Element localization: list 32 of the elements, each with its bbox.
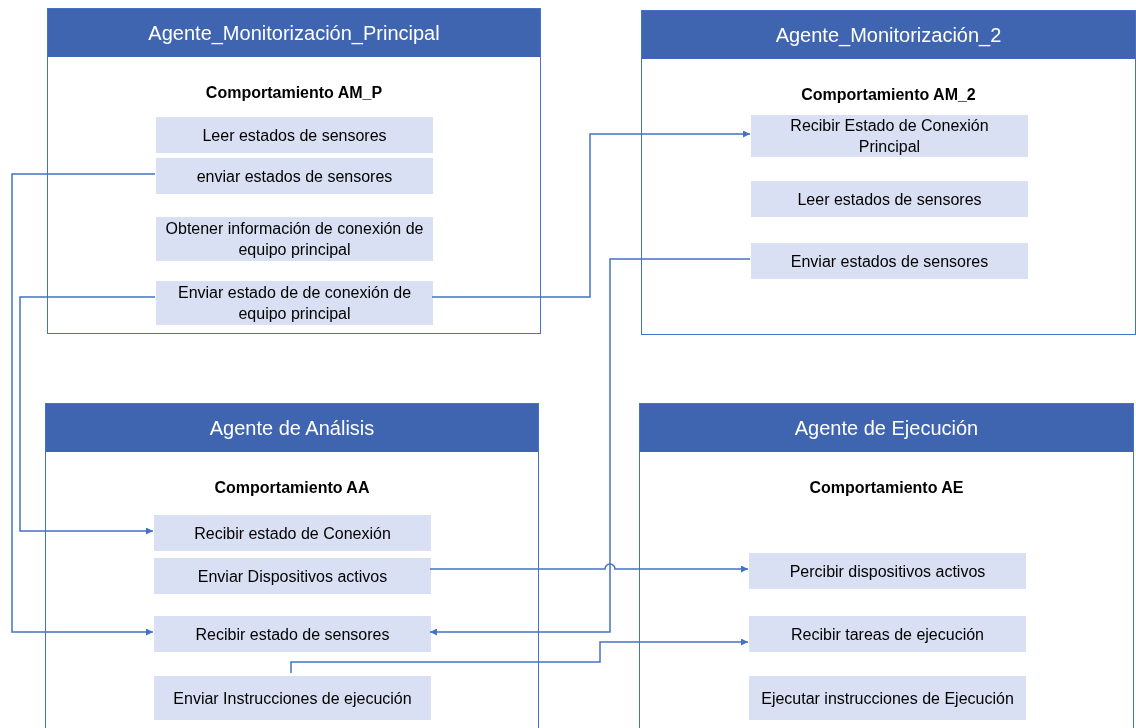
behavior-box: Enviar Dispositivos activos [154, 556, 431, 594]
connector-arrow [429, 258, 751, 636]
behavior-box: Leer estados de sensores [751, 179, 1028, 217]
connector-arrow [290, 638, 749, 674]
panel-header: Agente_Monitorización_Principal [48, 9, 540, 57]
behavior-box: Enviar estado de de conexión de equipo principal [156, 279, 433, 325]
panel-header: Agente de Análisis [46, 404, 538, 452]
behavior-box: Leer estados de sensores [156, 115, 433, 153]
behavior-heading: Comportamiento AM_2 [800, 85, 977, 105]
connector-arrow [429, 563, 749, 573]
behavior-box: Recibir estado de Conexión [154, 513, 431, 551]
agent-panel [639, 403, 1134, 728]
panel-header: Agente de Ejecución [640, 404, 1133, 452]
behavior-box: Recibir tareas de ejecución [749, 614, 1026, 652]
connector-arrow [11, 173, 156, 636]
behavior-box: Recibir estado de sensores [154, 614, 431, 652]
connector-arrow [19, 296, 156, 535]
behavior-box: Ejecutar instrucciones de Ejecución [749, 674, 1026, 720]
agent-panel [45, 403, 539, 728]
behavior-heading: Comportamiento AA [213, 478, 371, 498]
agent-panel [47, 8, 541, 334]
behavior-heading: Comportamiento AM_P [204, 83, 384, 103]
panel-header: Agente_Monitorización_2 [642, 11, 1135, 59]
behavior-box: Enviar Instrucciones de ejecución [154, 674, 431, 720]
behavior-box: Percibir dispositivos activos [749, 551, 1026, 589]
agent-panel [641, 10, 1136, 335]
behavior-box: Recibir Estado de Conexión Principal [751, 113, 1028, 157]
behavior-heading: Comportamiento AE [808, 478, 965, 498]
connector-arrow [431, 130, 751, 298]
behavior-box: enviar estados de sensores [156, 156, 433, 194]
behavior-box: Enviar estados de sensores [751, 241, 1028, 279]
behavior-box: Obtener información de conexión de equipo principal [156, 215, 433, 261]
